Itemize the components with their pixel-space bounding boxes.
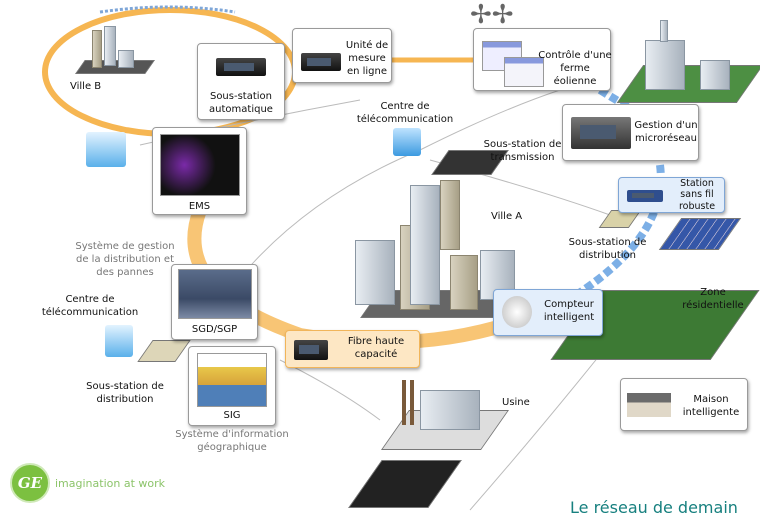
box-label: SGD/SGP [191,324,238,335]
ville-b-wireless-link [99,5,236,14]
control-room-photo [178,269,252,319]
ville-b-illustration [70,26,155,75]
ville-a-illustration [340,180,540,320]
meter-unit-icon [301,53,341,71]
ville-a-label: Ville A [491,211,523,222]
systeme-info-geo-label: Système d'information géographique [175,429,289,453]
microreseau-box[interactable]: Gestion d'un microréseau [562,104,699,161]
box-label: EMS [188,201,211,212]
factory-illustration [380,380,510,455]
ville-b-telecom-illustration [86,132,126,167]
box-label: Contrôle d'une ferme éolienne [538,50,612,87]
sgd-sgp-box[interactable]: SGD/SGP [171,264,258,340]
ge-logo-text: GE [17,474,43,492]
telecom-center-top-illustration [393,128,421,156]
smart-meter-icon [502,296,532,328]
centre-telecom-left-label: Centre de télécommunication [41,294,139,318]
sous-station-distribution-right-label: Sous-station de distribution [568,237,647,261]
box-label: SIG [223,410,241,421]
tagline: imagination at work [55,477,165,490]
compteur-box[interactable]: Compteur intelligent [493,289,603,336]
maison-box[interactable]: Maison intelligente [620,378,748,431]
ems-box[interactable]: EMS [152,127,247,215]
box-label: Maison intelligente [682,394,740,418]
gis-map-screen [197,353,267,407]
wind-turbines-icon: ✢✢ [470,0,514,30]
fibre-box[interactable]: Fibre haute capacité [285,330,420,368]
ge-logo: GE [10,463,50,503]
smart-house-icon [627,393,671,417]
wind-control-screen-icon [504,57,544,87]
box-label: Unité de mesure en ligne [345,40,389,77]
usine-label: Usine [502,397,530,408]
controle-eolienne-box[interactable]: Contrôle d'une ferme éolienne [473,28,612,91]
power-plant-illustration [600,20,760,105]
centre-telecom-top-label: Centre de télécommunication [356,101,454,125]
box-label: Station sans fil robuste [678,178,716,212]
box-label: Gestion d'un microréseau [634,120,698,144]
substation-device-icon [216,58,266,76]
systeme-gestion-label: Système de gestion de la distribution et… [75,241,175,278]
sous-station-transmission-label: Sous-station de transmission [483,139,562,163]
station-sans-fil-box[interactable]: Station sans fil robuste [618,177,725,213]
zone-residentielle-label: Zone résidentielle [682,287,744,311]
unite-mesure-box[interactable]: Unité de mesure en ligne [292,28,392,83]
diagram-title: Le réseau de demain [570,498,738,517]
ville-b-label: Ville B [70,81,102,92]
fiber-device-icon [294,340,328,360]
sous-station-distribution-left-label: Sous-station de distribution [86,381,164,405]
sous-station-automatique-box[interactable]: Sous-station automatique [197,43,285,120]
ems-screen-icon [160,134,240,196]
telecom-center-left-illustration [105,325,133,357]
wireless-router-icon [627,190,663,202]
sig-box[interactable]: SIG [188,346,276,426]
box-label: Fibre haute capacité [347,336,405,360]
box-label: Compteur intelligent [543,299,595,323]
box-label: Sous-station automatique [209,91,273,115]
microgrid-controller-icon [571,117,631,149]
